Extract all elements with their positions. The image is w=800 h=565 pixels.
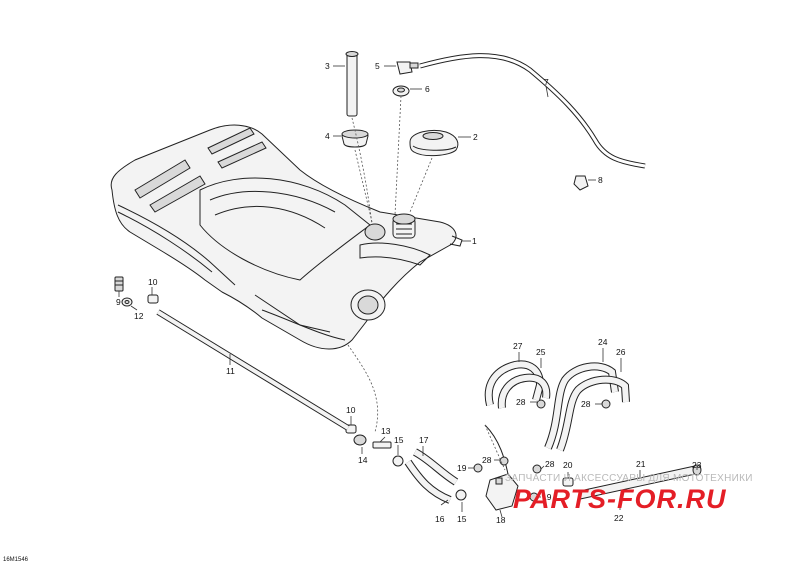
- fuel-tank: [110, 124, 463, 350]
- callout-14: 14: [358, 455, 368, 465]
- fitting: [353, 434, 392, 449]
- watermark-brand: PARTS-FOR.RU: [513, 484, 727, 514]
- vent-hose: [419, 53, 646, 169]
- callout-8: 8: [598, 175, 603, 185]
- callout-28-d: 28: [581, 399, 591, 409]
- callout-9: 9: [116, 297, 121, 307]
- callout-3: 3: [325, 61, 330, 71]
- clamp-upper: [147, 294, 159, 304]
- callout-7: 7: [544, 77, 549, 87]
- callout-4: 4: [325, 131, 330, 141]
- formed-hose-25-27: [484, 360, 551, 409]
- callout-27: 27: [513, 341, 523, 351]
- callout-12: 12: [134, 311, 144, 321]
- callout-24: 24: [598, 337, 608, 347]
- hose-21-22: [579, 465, 696, 500]
- callout-11: 11: [226, 366, 235, 376]
- callout-20: 20: [563, 460, 573, 470]
- callout-28-b: 28: [545, 459, 555, 469]
- callout-25: 25: [536, 347, 546, 357]
- vent-tube: [345, 51, 359, 117]
- clamp-15-lower: [455, 489, 467, 501]
- fitting-28-d: [601, 399, 611, 409]
- callout-26: 26: [616, 347, 626, 357]
- filler-neck-ring: [341, 129, 369, 148]
- grommet: [392, 85, 410, 97]
- callout-15-lower: 15: [457, 514, 467, 524]
- callout-28-a: 28: [482, 455, 492, 465]
- callout-6: 6: [425, 84, 430, 94]
- callout-28-c: 28: [516, 397, 526, 407]
- vent-valve: [396, 61, 419, 75]
- fitting-28-b: [532, 464, 542, 474]
- callout-13: 13: [381, 426, 391, 436]
- callout-10-upper: 10: [148, 277, 158, 287]
- clip: [573, 175, 589, 191]
- hose-16-17: [404, 448, 459, 504]
- callout-5: 5: [375, 61, 380, 71]
- figure-code: 16M1546: [3, 557, 29, 563]
- callout-18: 18: [496, 515, 506, 525]
- fuel-cap: [409, 129, 459, 157]
- washer: [121, 297, 133, 307]
- fitting-19-a: [473, 463, 483, 473]
- callout-10-lower: 10: [346, 405, 356, 415]
- callout-16: 16: [435, 514, 445, 524]
- valve-block: [484, 424, 519, 511]
- callout-17: 17: [419, 435, 429, 445]
- callout-19-a: 19: [457, 463, 467, 473]
- fitting-28-c: [536, 399, 546, 409]
- callout-1: 1: [472, 236, 477, 246]
- callout-22: 22: [614, 513, 624, 523]
- watermark-tagline: ЗАПЧАСТИ И АКСЕССУАРЫ ДЛЯ МОТОТЕХНИКИ: [505, 473, 753, 484]
- callout-23: 23: [692, 460, 702, 470]
- clamp-15-upper: [392, 455, 404, 467]
- fuel-hose-long: [156, 309, 350, 431]
- formed-hose-24-26: [544, 362, 630, 452]
- callout-15-upper: 15: [394, 435, 404, 445]
- callout-21: 21: [636, 459, 646, 469]
- leader-lines: [118, 65, 698, 518]
- callout-19-b: 19: [542, 492, 552, 502]
- callout-2: 2: [473, 132, 478, 142]
- connector: [114, 276, 124, 292]
- fitting-28-a: [499, 456, 509, 466]
